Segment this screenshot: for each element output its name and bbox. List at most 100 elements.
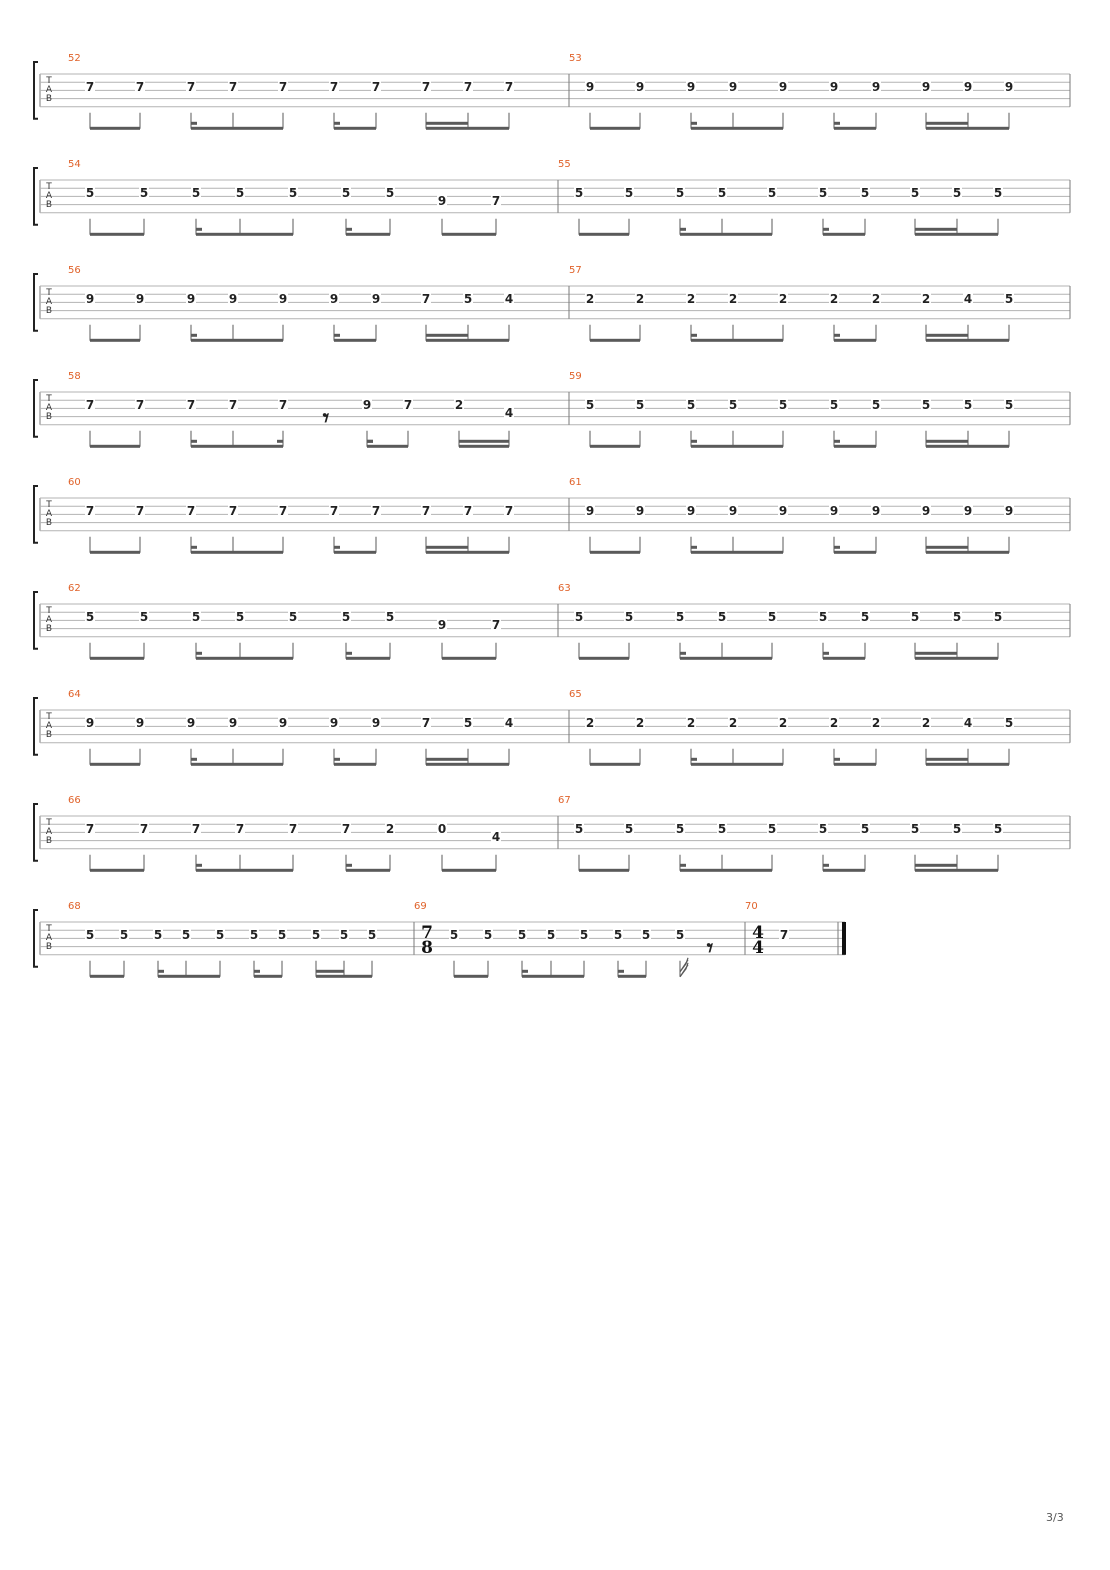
fret-number: 5 bbox=[687, 398, 695, 412]
fret-background bbox=[85, 398, 95, 411]
tab-clef-letter: B bbox=[46, 518, 52, 528]
note-beam bbox=[196, 656, 293, 660]
fret-background bbox=[686, 292, 696, 305]
fret-background bbox=[135, 398, 145, 411]
fret-number: 5 bbox=[1005, 398, 1013, 412]
fret-background bbox=[921, 292, 931, 305]
fret-number: 7 bbox=[236, 822, 244, 836]
tab-clef-letter: B bbox=[46, 306, 52, 316]
fret-background bbox=[829, 716, 839, 729]
fret-number: 5 bbox=[872, 398, 880, 412]
fret-number: 9 bbox=[779, 80, 787, 94]
fret-background bbox=[635, 398, 645, 411]
fret-background bbox=[624, 186, 634, 199]
note-beam bbox=[158, 974, 220, 978]
fret-number: 2 bbox=[586, 716, 594, 730]
note-flag bbox=[679, 964, 689, 978]
fret-number: 4 bbox=[964, 716, 972, 730]
fret-number: 9 bbox=[687, 80, 695, 94]
note-beam bbox=[926, 762, 1009, 766]
note-beam bbox=[915, 868, 998, 872]
fret-number: 5 bbox=[342, 610, 350, 624]
fret-number: 5 bbox=[830, 398, 838, 412]
fret-background bbox=[278, 80, 288, 93]
fret-number: 5 bbox=[718, 822, 726, 836]
sixteenth-beam bbox=[926, 545, 968, 549]
fret-background bbox=[635, 504, 645, 517]
fret-background bbox=[1004, 80, 1014, 93]
fret-background bbox=[717, 610, 727, 623]
fret-number: 5 bbox=[464, 716, 472, 730]
note-beam bbox=[834, 762, 876, 766]
fret-number: 7 bbox=[187, 80, 195, 94]
fret-background bbox=[491, 619, 501, 631]
sixteenth-beam bbox=[915, 227, 957, 231]
fret-background bbox=[329, 80, 339, 93]
dotted-stub bbox=[334, 121, 340, 125]
sixteenth-beam bbox=[426, 757, 468, 761]
note-beam bbox=[680, 232, 772, 236]
fret-background bbox=[135, 716, 145, 729]
fret-number: 7 bbox=[86, 822, 94, 836]
fret-background bbox=[675, 928, 685, 941]
fret-background bbox=[728, 504, 738, 517]
fret-background bbox=[585, 292, 595, 305]
fret-number: 5 bbox=[120, 928, 128, 942]
fret-background bbox=[371, 504, 381, 517]
fret-number: 5 bbox=[1005, 716, 1013, 730]
fret-number: 5 bbox=[86, 186, 94, 200]
note-beam bbox=[680, 656, 772, 660]
fret-background bbox=[119, 928, 129, 941]
fret-background bbox=[277, 928, 287, 941]
fret-number: 5 bbox=[236, 186, 244, 200]
fret-background bbox=[329, 716, 339, 729]
dotted-stub bbox=[691, 121, 697, 125]
fret-number: 7 bbox=[492, 618, 500, 632]
fret-background bbox=[517, 928, 527, 941]
note-beam bbox=[191, 444, 283, 448]
tab-clef-letter: T bbox=[45, 394, 52, 404]
fret-background bbox=[504, 407, 514, 419]
fret-background bbox=[767, 610, 777, 623]
note-beam bbox=[90, 974, 124, 978]
measure-number: 58 bbox=[68, 371, 81, 382]
dotted-stub bbox=[191, 439, 197, 443]
fret-background bbox=[329, 292, 339, 305]
fret-number: 9 bbox=[229, 292, 237, 306]
fret-background bbox=[579, 928, 589, 941]
tab-clef-letter: B bbox=[46, 200, 52, 210]
dotted-stub bbox=[367, 439, 373, 443]
fret-number: 7 bbox=[187, 398, 195, 412]
measure-number: 63 bbox=[558, 583, 571, 594]
fret-number: 7 bbox=[279, 398, 287, 412]
system-bracket bbox=[33, 909, 38, 968]
fret-background bbox=[311, 928, 321, 941]
fret-number: 5 bbox=[86, 610, 94, 624]
note-beam bbox=[254, 974, 282, 978]
fret-background bbox=[139, 186, 149, 199]
fret-number: 5 bbox=[819, 822, 827, 836]
measure-number: 69 bbox=[414, 901, 427, 912]
fret-background bbox=[993, 610, 1003, 623]
fret-background bbox=[829, 292, 839, 305]
fret-number: 9 bbox=[330, 292, 338, 306]
fret-background bbox=[635, 80, 645, 93]
fret-number: 5 bbox=[861, 610, 869, 624]
fret-number: 7 bbox=[279, 504, 287, 518]
fret-number: 9 bbox=[964, 504, 972, 518]
fret-number: 2 bbox=[922, 716, 930, 730]
fret-number: 5 bbox=[994, 186, 1002, 200]
note-beam bbox=[579, 656, 629, 660]
fret-background bbox=[437, 822, 447, 835]
fret-number: 5 bbox=[819, 610, 827, 624]
fret-number: 2 bbox=[687, 292, 695, 306]
dotted-stub bbox=[834, 121, 840, 125]
fret-background bbox=[963, 398, 973, 411]
fret-background bbox=[385, 610, 395, 623]
fret-background bbox=[463, 292, 473, 305]
